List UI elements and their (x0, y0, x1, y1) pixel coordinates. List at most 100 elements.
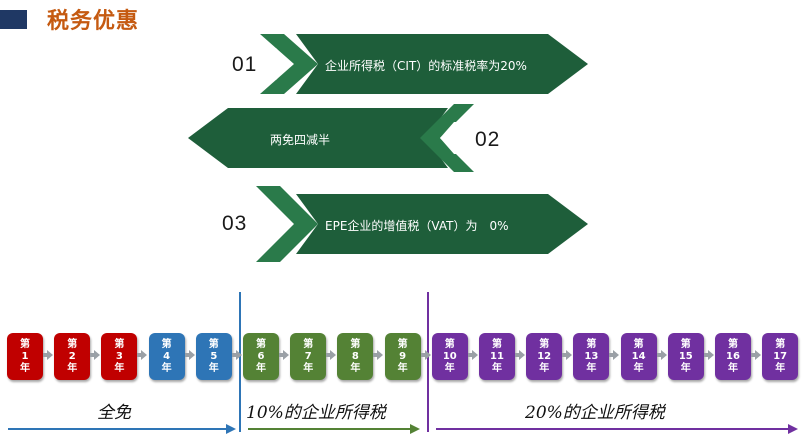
banner-01-chevron (260, 34, 318, 94)
banner-03-arrow-body (296, 194, 588, 254)
chevron-right-icon (373, 350, 384, 360)
year-box-line3: 年 (350, 362, 361, 374)
year-box-line1: 第 (680, 338, 691, 350)
year-box-line3: 年 (444, 362, 455, 374)
banner-02-chevron (420, 104, 474, 172)
period-label-free: 全免 (97, 403, 131, 423)
chevron-right-icon (467, 350, 478, 360)
year-box-line2: 14 (631, 350, 646, 362)
year-box-line2: 11 (490, 350, 504, 362)
year-box-line1: 第 (444, 338, 455, 350)
year-box-line2: 7 (304, 350, 312, 362)
year-box-line1: 第 (20, 338, 30, 350)
period-arrow-20pct (436, 424, 798, 434)
year-box-line1: 第 (633, 338, 644, 350)
title-accent-bar (0, 10, 27, 29)
banner-03 (256, 186, 588, 262)
banner-03-number: 03 (222, 212, 248, 235)
year-box-line2: 1 (21, 350, 29, 362)
year-box-line2: 5 (210, 350, 218, 362)
year-box-line2: 13 (584, 350, 599, 362)
banner-02-chevron-inner (440, 122, 462, 154)
period-label-20pct: 20%的企业所得税 (525, 403, 665, 423)
divider-line-2 (427, 292, 429, 432)
banner-03-text: EPE企业的增值税（VAT）为 0% (325, 219, 509, 233)
year-box-line1: 第 (775, 338, 786, 350)
year-box-line3: 年 (633, 362, 644, 374)
year-box-line3: 年 (728, 362, 738, 374)
period-label-10pct: 10%的企业所得税 (246, 403, 386, 423)
year-box-line1: 第 (256, 338, 266, 350)
chevron-right-icon (43, 350, 53, 360)
year-box-line1: 第 (161, 338, 172, 350)
chevron-right-icon (137, 350, 148, 360)
chevron-right-icon (231, 350, 242, 360)
year-box-line3: 年 (161, 362, 172, 374)
year-box-line3: 年 (775, 362, 786, 374)
banner-03-chevron (256, 186, 318, 262)
chevron-right-icon (562, 350, 573, 360)
banner-01 (260, 34, 588, 94)
chevron-right-icon (609, 350, 620, 360)
banner-01-number: 01 (232, 53, 258, 76)
chevron-right-icon (326, 350, 337, 360)
year-box-line1: 第 (728, 338, 738, 350)
banner-01-text: 企业所得税（CIT）的标准税率为20% (325, 59, 527, 73)
year-box-line2: 6 (257, 350, 265, 362)
chevron-right-icon (751, 350, 761, 360)
chevron-right-icon (703, 350, 714, 360)
year-box-line1: 第 (114, 338, 125, 350)
year-box-line2: 10 (442, 350, 457, 362)
chevron-right-icon (184, 350, 195, 360)
year-box-line1: 第 (539, 338, 550, 350)
year-box-line1: 第 (397, 338, 408, 350)
year-box-line3: 年 (256, 362, 266, 374)
year-box-line3: 年 (208, 362, 219, 374)
year-box-line2: 2 (68, 350, 76, 362)
banner-02 (188, 104, 474, 172)
year-box-line2: 17 (773, 350, 788, 362)
year-box-line2: 3 (115, 350, 123, 362)
year-box-line2: 8 (351, 350, 359, 362)
year-box-line2: 4 (163, 350, 171, 362)
year-box-line3: 年 (492, 362, 502, 374)
year-box-line1: 第 (350, 338, 361, 350)
year-box-line3: 年 (539, 362, 550, 374)
divider-line-1 (239, 292, 241, 432)
chevron-right-icon (656, 350, 667, 360)
year-box-line3: 年 (20, 362, 30, 374)
year-box-line1: 第 (208, 338, 219, 350)
year-box-line2: 16 (726, 350, 740, 362)
year-box-line1: 第 (67, 338, 78, 350)
banner-01-chevron-inner (266, 48, 290, 80)
chevron-right-icon (420, 350, 431, 360)
year-box-line1: 第 (492, 338, 502, 350)
year-box-line3: 年 (114, 362, 125, 374)
period-arrow-free (8, 424, 236, 434)
page-title: 税务优惠 (47, 9, 140, 34)
year-box-line3: 年 (586, 362, 597, 374)
year-box-line1: 第 (586, 338, 597, 350)
banner-02-arrow-body (188, 108, 448, 168)
banner-01-arrow-body (296, 34, 588, 94)
year-box-line3: 年 (303, 362, 314, 374)
year-box-line3: 年 (397, 362, 408, 374)
